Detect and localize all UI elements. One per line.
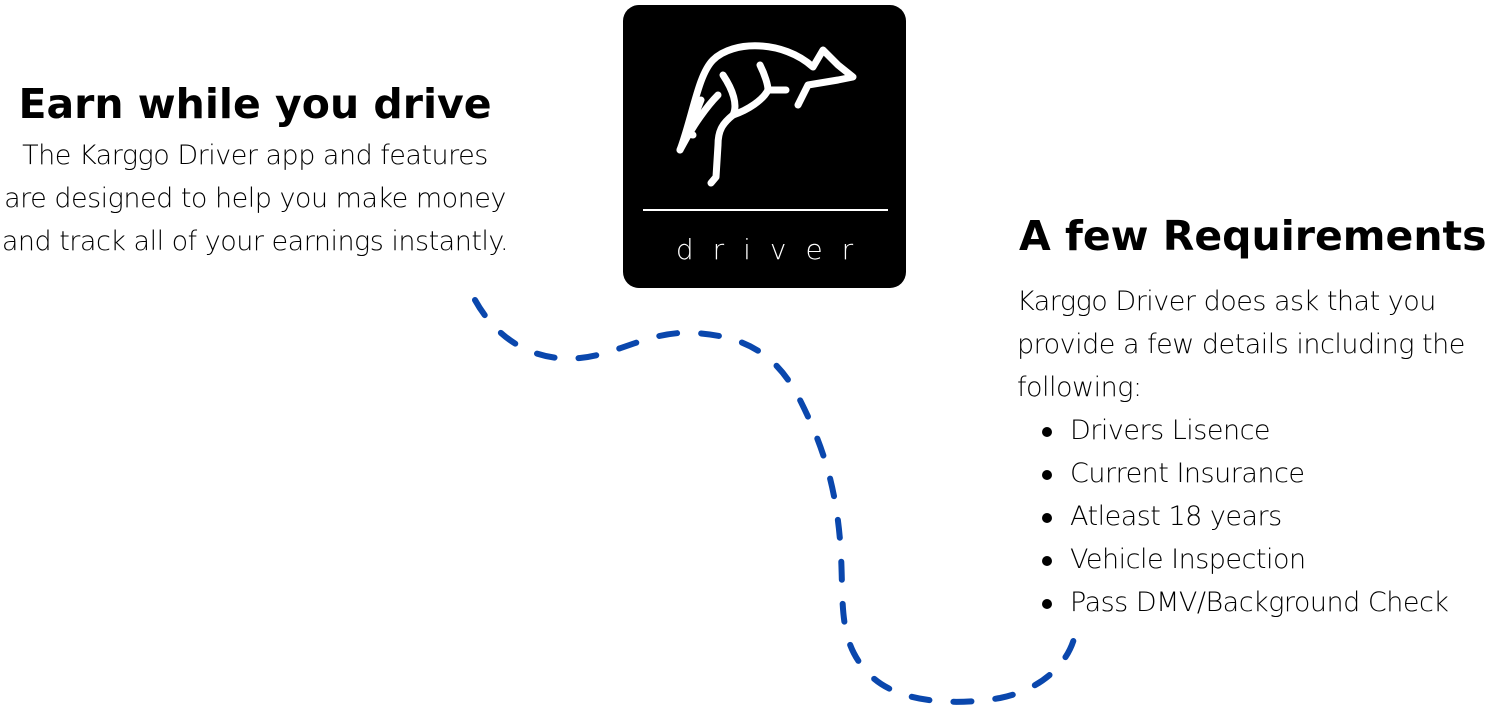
list-item: Drivers Lisence — [1042, 409, 1500, 452]
list-item: Vehicle Inspection — [1042, 538, 1500, 581]
earn-body: The Karggo Driver app and features are d… — [1, 140, 509, 257]
earn-section: Earn while you drive The Karggo Driver a… — [0, 80, 510, 263]
requirements-section: A few Requirements Karggo Driver does as… — [1017, 212, 1500, 624]
requirements-list: Drivers Lisence Current Insurance Atleas… — [1017, 409, 1500, 624]
requirements-title: A few Requirements — [1019, 212, 1487, 260]
kangaroo-icon — [643, 42, 888, 211]
logo-wordmark: driver — [675, 233, 873, 266]
list-item: Atleast 18 years — [1042, 495, 1500, 538]
list-item: Pass DMV/Background Check — [1042, 581, 1500, 624]
karggo-driver-logo: driver — [623, 5, 906, 288]
earn-title: Earn while you drive — [18, 80, 492, 128]
requirements-intro: Karggo Driver does ask that you provide … — [1017, 286, 1465, 403]
list-item: Current Insurance — [1042, 452, 1500, 495]
